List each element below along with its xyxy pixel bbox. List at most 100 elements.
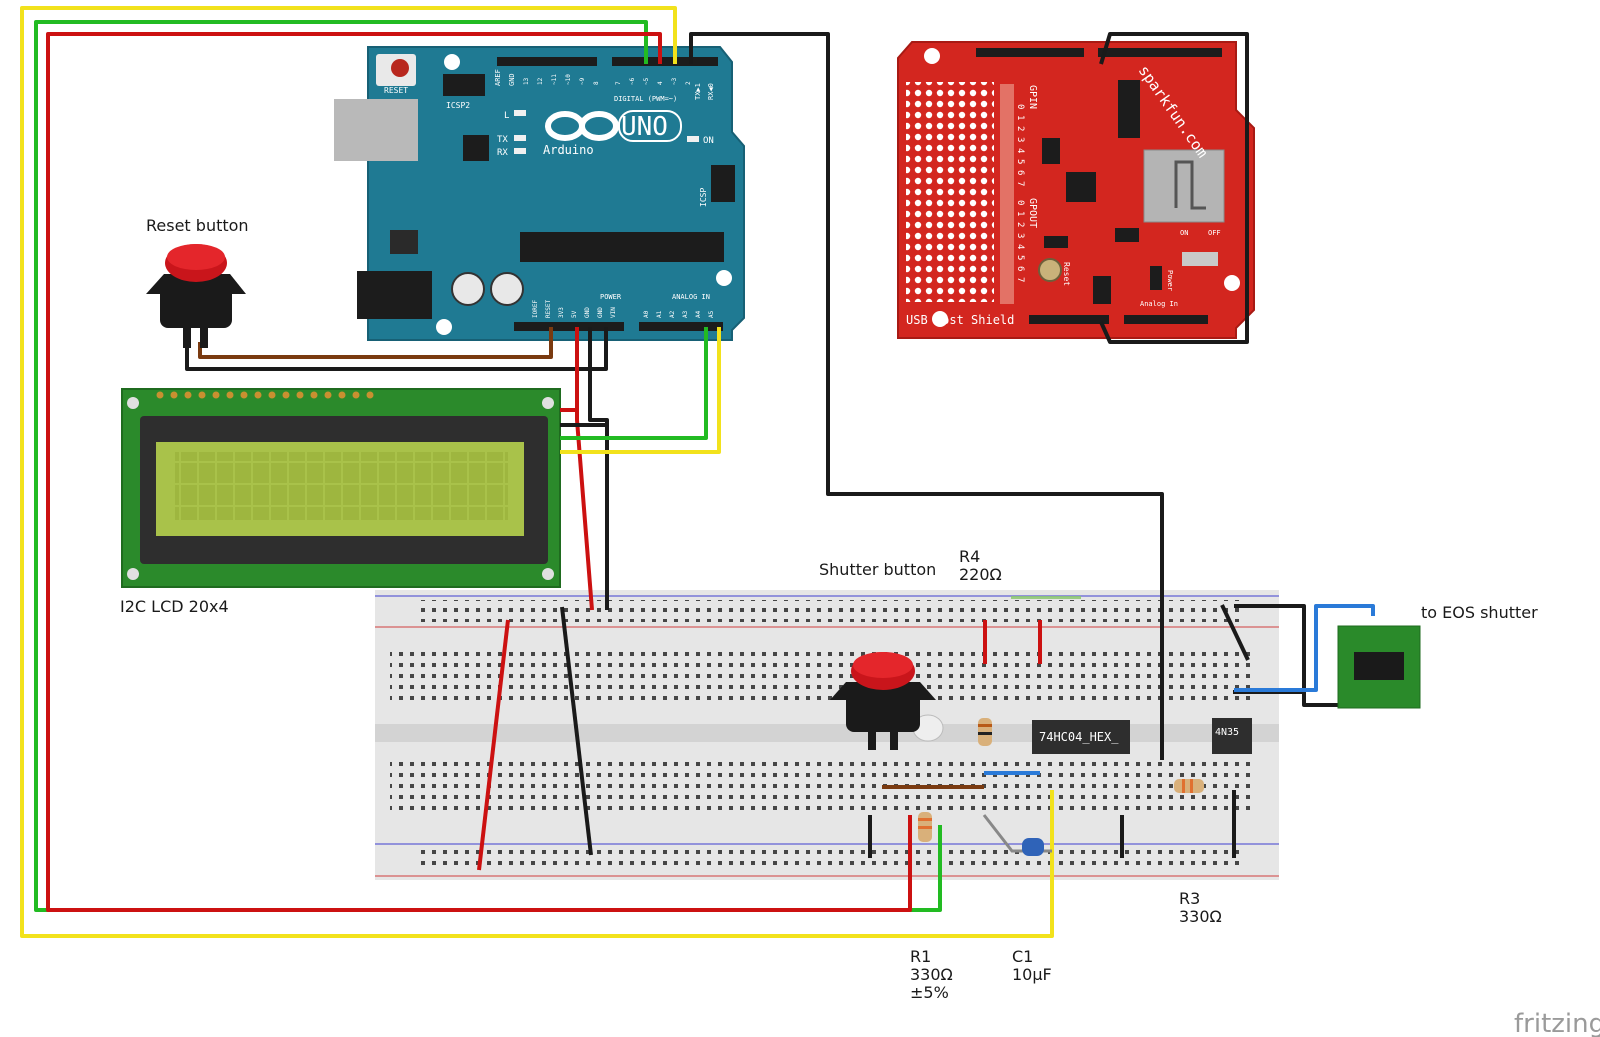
arduino-uno: RESET ICSP2 DIGITAL (PWM=~) AREF GND TX▶… [334, 46, 745, 341]
r1-tolerance-label: ±5% [910, 983, 949, 1002]
r1-value-label: 330Ω [910, 965, 953, 984]
svg-text:ON: ON [703, 136, 714, 146]
svg-text:AREF: AREF [494, 69, 502, 86]
svg-text:6: 6 [1015, 170, 1025, 175]
wire-red-rail [477, 619, 510, 871]
usb-chip [463, 135, 489, 161]
eos-connector [1337, 625, 1421, 709]
svg-text:Analog In: Analog In [1140, 300, 1178, 308]
svg-text:3: 3 [1015, 137, 1025, 142]
svg-text:DIGITAL (PWM=~): DIGITAL (PWM=~) [614, 95, 677, 103]
wire-red-long [46, 32, 912, 912]
svg-text:OFF: OFF [1208, 229, 1221, 237]
svg-text:Arduino: Arduino [543, 143, 594, 157]
wire-brown-reset [198, 327, 553, 359]
svg-text:8: 8 [593, 81, 600, 85]
wire-black-rail [560, 606, 593, 856]
usb-connector [334, 99, 418, 161]
svg-text:GND: GND [597, 307, 604, 318]
svg-text:TX: TX [497, 135, 508, 145]
digital-header-right [612, 57, 718, 66]
svg-text:2: 2 [685, 81, 692, 85]
svg-text:RESET: RESET [545, 300, 552, 318]
terminal-strip-bottom [390, 756, 1256, 811]
digital-pin-labels: 13 12 ~11 ~10 ~9 8 7 ~6 ~5 4 ~3 2 [523, 74, 692, 85]
svg-text:12: 12 [537, 77, 544, 85]
power-jack [357, 271, 432, 319]
arduino-logo-infinity [545, 111, 619, 141]
r3-value-label: 330Ω [1179, 907, 1222, 926]
svg-text:A1: A1 [656, 310, 663, 318]
usb-host-shield: GPIN GPOUT 0 1 2 3 4 5 6 7 0 1 2 3 4 5 6… [897, 41, 1255, 339]
svg-text:1: 1 [1015, 115, 1025, 120]
svg-text:4: 4 [657, 81, 664, 85]
wires [20, 6, 1375, 938]
svg-text:2: 2 [1015, 126, 1025, 131]
wire-green-long [34, 20, 942, 912]
resistor-r1 [918, 812, 932, 842]
svg-text:3V3: 3V3 [558, 307, 565, 318]
svg-text:GND: GND [584, 307, 591, 318]
r1-name-label: R1 [910, 947, 931, 966]
svg-text:RX◀0: RX◀0 [707, 83, 715, 100]
analog-pin-labels: A0 A1 A2 A3 A4 A5 [643, 310, 715, 318]
wire-black-shield [1099, 32, 1249, 344]
fritzing-watermark: fritzing [1514, 1009, 1600, 1037]
c1-value-label: 10µF [1012, 965, 1052, 984]
wire-green-sda [560, 327, 708, 440]
svg-text:A0: A0 [643, 310, 650, 318]
wire-black-gnd [588, 327, 609, 610]
svg-text:ON: ON [1180, 229, 1188, 237]
svg-text:L: L [504, 111, 509, 121]
svg-text:6: 6 [1015, 266, 1025, 271]
r4-name-label: R4 [959, 547, 980, 566]
wire-black-reset [185, 327, 608, 371]
max3421-chip [1118, 80, 1140, 138]
wire-blue-eos [1234, 604, 1375, 692]
power-pin-labels: IOREF RESET 3V3 5V GND GND VIN [532, 300, 617, 318]
analog-header [639, 322, 723, 331]
gpin-numbers: 0 1 2 3 4 5 6 7 [1015, 104, 1025, 186]
svg-text:A5: A5 [708, 310, 715, 318]
wire-yellow-scl [560, 327, 721, 454]
terminal-strip-top [390, 652, 1256, 707]
svg-text:POWER: POWER [600, 293, 622, 301]
power-switch [1182, 252, 1218, 266]
svg-text:4: 4 [1015, 148, 1025, 153]
atmega-chip [520, 232, 724, 262]
shield-title: USB Host Shield [906, 313, 1014, 327]
svg-text:~6: ~6 [629, 77, 636, 85]
svg-text:ICSP2: ICSP2 [446, 101, 470, 110]
svg-text:RESET: RESET [384, 86, 408, 95]
svg-text:A2: A2 [669, 310, 676, 318]
capacitor-c1 [982, 814, 1052, 856]
svg-text:IOREF: IOREF [532, 300, 539, 318]
svg-text:7: 7 [1015, 181, 1025, 186]
breadboard [375, 590, 1279, 880]
digital-header-left [497, 57, 597, 66]
c1-name-label: C1 [1012, 947, 1033, 966]
svg-text:ICSP: ICSP [699, 188, 708, 207]
hex-inverter-ic: 74HC04_HEX_ [1032, 720, 1130, 754]
lcd-label: I2C LCD 20x4 [120, 597, 229, 616]
resistor-r4 [978, 718, 992, 746]
svg-text:7: 7 [1015, 277, 1025, 282]
svg-text:0: 0 [1015, 104, 1025, 109]
svg-text:A4: A4 [695, 310, 702, 318]
capacitor-1 [451, 272, 485, 306]
svg-text:TX▶1: TX▶1 [694, 83, 702, 100]
gpout-numbers: 0 1 2 3 4 5 6 7 [1015, 200, 1025, 282]
svg-text:0: 0 [1015, 200, 1025, 205]
shutter-button [830, 652, 936, 750]
i2c-lcd [121, 388, 561, 588]
svg-text:GPOUT: GPOUT [1027, 198, 1038, 228]
shutter-button-label: Shutter button [819, 560, 936, 579]
svg-text:VIN: VIN [610, 307, 617, 318]
svg-text:1: 1 [1015, 211, 1025, 216]
svg-text:~10: ~10 [565, 74, 572, 85]
svg-text:74HC04_HEX_: 74HC04_HEX_ [1039, 730, 1119, 744]
svg-text:GND: GND [508, 73, 516, 86]
resistor-r3 [1174, 779, 1204, 793]
svg-text:~11: ~11 [551, 74, 558, 85]
